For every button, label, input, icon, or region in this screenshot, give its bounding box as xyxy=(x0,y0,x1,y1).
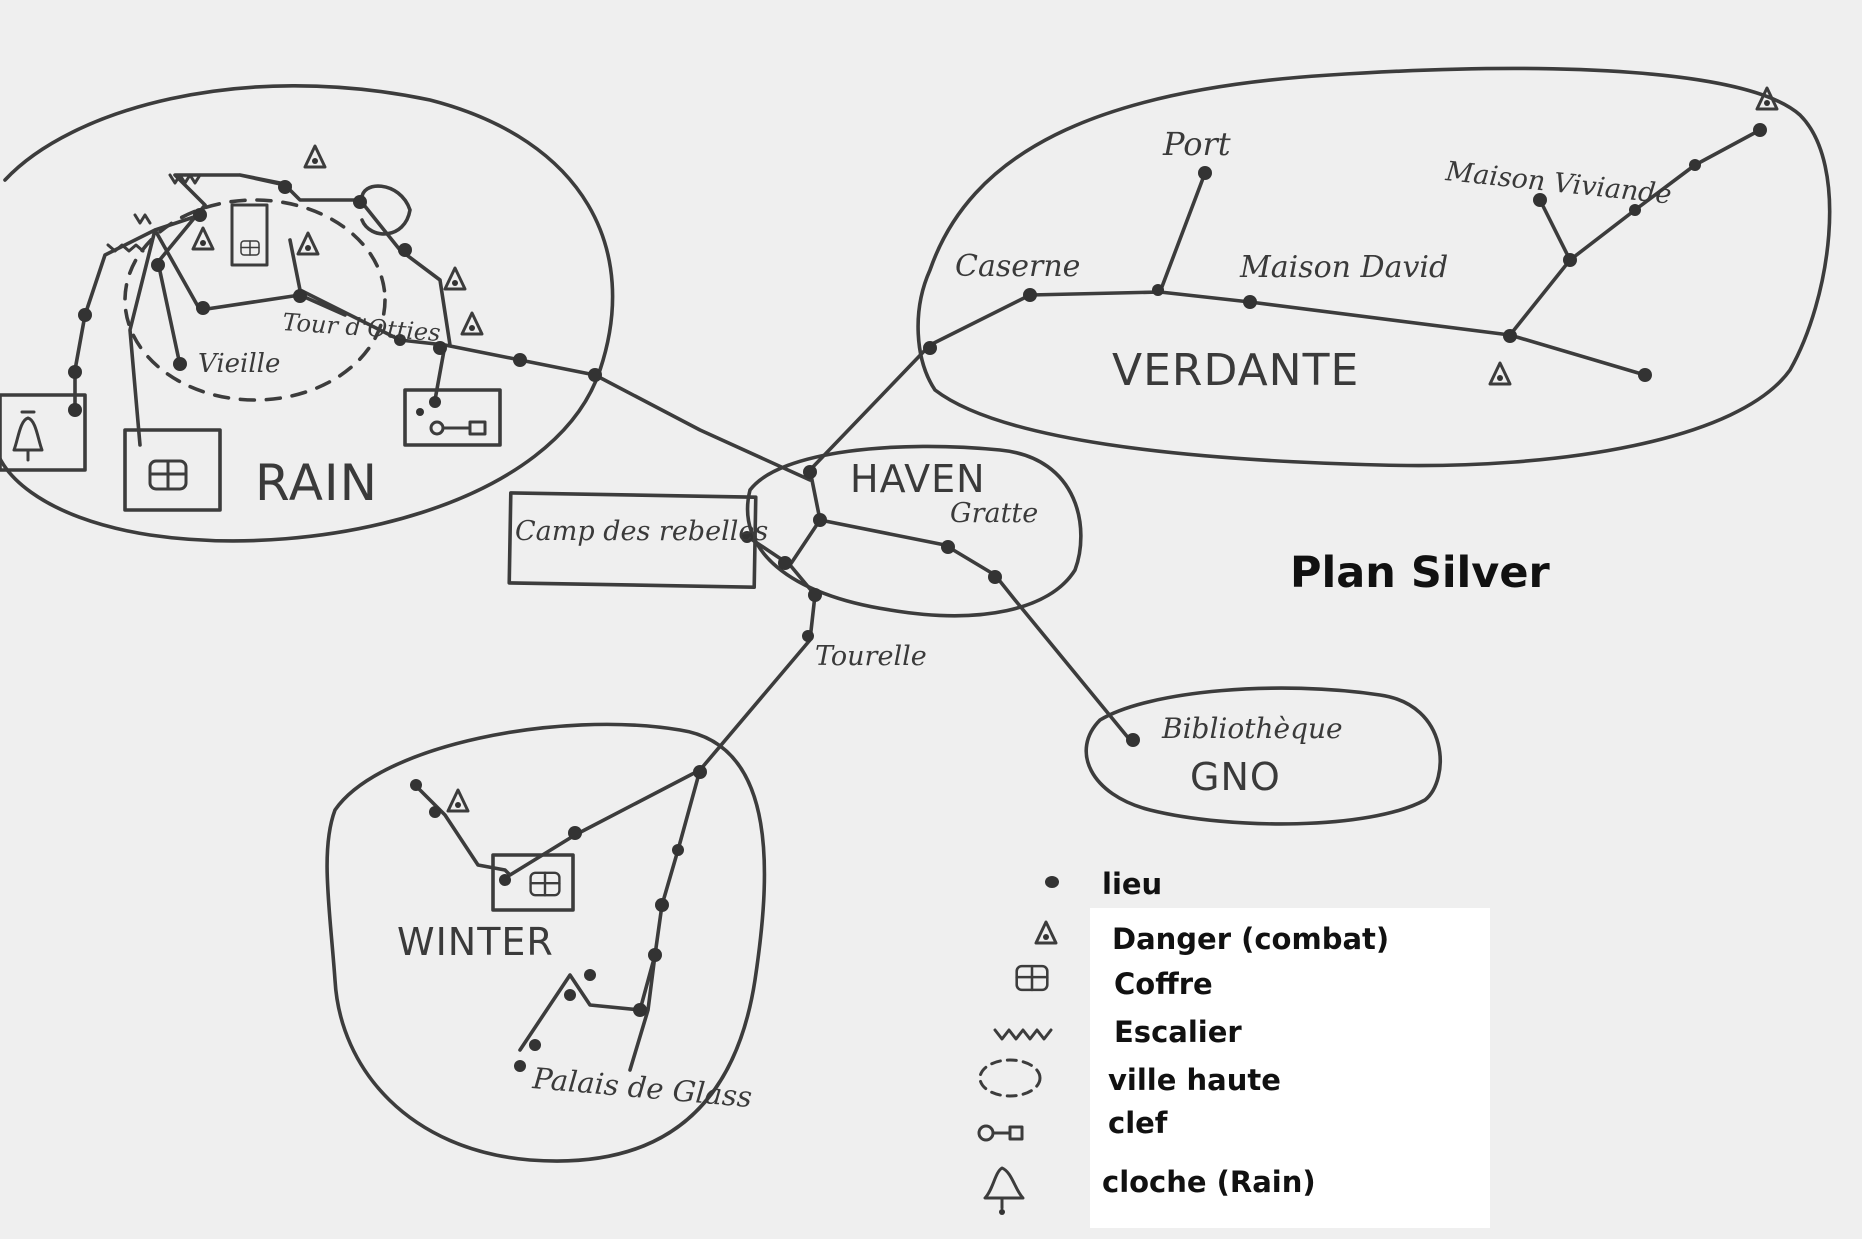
dashed-circle-icon xyxy=(978,1058,1042,1098)
legend-item-ville-haute: ville haute xyxy=(1048,1058,1688,1102)
place-label-palais-de-glass: Palais de Glass xyxy=(530,1061,753,1114)
legend-item-clef: clef xyxy=(1048,1101,1688,1145)
rain-chest-box xyxy=(123,428,222,512)
legend-label: clef xyxy=(1108,1106,1168,1140)
danger-triangle-icon xyxy=(443,266,467,291)
bell-icon xyxy=(983,1166,1025,1215)
verdante-region-outline xyxy=(916,66,1832,468)
rain-loop xyxy=(360,184,412,236)
place-label-caserne: Caserne xyxy=(955,249,1080,284)
stairs-icon xyxy=(993,1028,1053,1041)
rain-bell-box xyxy=(0,393,87,472)
legend-label: Coffre xyxy=(1114,967,1213,1001)
legend-item-cloche: cloche (Rain) xyxy=(1042,1160,1682,1204)
rain-network xyxy=(73,173,812,482)
region-label-verdante: VERDANTE xyxy=(1112,345,1359,396)
legend-label: cloche (Rain) xyxy=(1102,1165,1316,1199)
chest-icon xyxy=(1015,964,1049,992)
region-label-haven: HAVEN xyxy=(850,457,986,501)
haven-dots xyxy=(741,465,1140,747)
region-label-rain: RAIN xyxy=(255,454,378,512)
ville-haute-dashed xyxy=(123,198,387,402)
place-label-vieille: Vieille xyxy=(198,349,280,379)
danger-triangle-icon xyxy=(296,231,320,256)
danger-triangle-icon xyxy=(460,311,484,336)
legend-label: Danger (combat) xyxy=(1112,922,1390,956)
place-label-tour-dotties: Tour d'Otties xyxy=(282,308,442,347)
rain-key-box xyxy=(403,388,502,447)
legend-symbols xyxy=(977,876,1059,1215)
legend-item-coffre: Coffre xyxy=(1054,962,1694,1006)
rain-dots xyxy=(68,180,602,417)
place-label-port: Port xyxy=(1162,125,1231,163)
verdante-network xyxy=(928,128,1762,377)
legend-label: ville haute xyxy=(1108,1063,1281,1097)
map-title: Plan Silver xyxy=(1290,548,1550,598)
place-label-maison-viviande: Maison Viviande xyxy=(1443,156,1673,211)
legend-label: lieu xyxy=(1102,867,1163,901)
legend-label: Escalier xyxy=(1114,1015,1242,1049)
danger-triangle-icon xyxy=(446,788,470,813)
place-label-bibliotheque: Bibliothèque xyxy=(1161,712,1343,745)
danger-triangle-icon xyxy=(303,144,327,169)
haven-network xyxy=(698,343,1132,772)
winter-chest-box xyxy=(491,853,575,912)
region-label-winter: WINTER xyxy=(397,920,554,964)
legend-item-escalier: Escalier xyxy=(1054,1010,1694,1054)
legend-item-lieu: lieu xyxy=(1042,862,1682,906)
region-label-gno: GNO xyxy=(1190,755,1281,799)
danger-triangle-icon xyxy=(1488,361,1512,386)
danger-triangle-icon xyxy=(191,226,215,251)
legend-panel xyxy=(1090,908,1490,1228)
place-label-gratte: Gratte xyxy=(950,498,1038,529)
winter-dots xyxy=(410,765,707,1072)
place-label-tourelle: Tourelle xyxy=(815,641,927,672)
winter-region-outline xyxy=(325,722,767,1163)
legend-item-danger: Danger (combat) xyxy=(1052,917,1692,961)
rain-region-outline xyxy=(0,84,615,543)
verdante-dots xyxy=(923,123,1767,382)
gno-region-outline xyxy=(1084,686,1442,826)
place-label-maison-david: Maison David xyxy=(1239,250,1448,285)
key-icon xyxy=(977,1124,1024,1142)
place-label-camp-des-rebelles: Camp des rebelles xyxy=(515,516,768,547)
dot-icon xyxy=(1045,876,1059,888)
rain-tower-chest xyxy=(230,203,269,267)
